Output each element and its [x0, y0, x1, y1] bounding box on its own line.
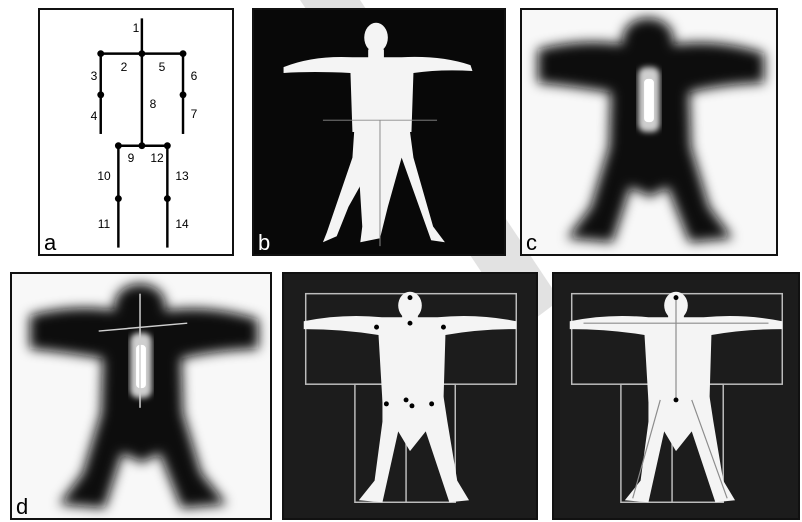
segment-label: 6 [191, 70, 198, 82]
segment-label: 7 [191, 108, 198, 120]
panel-c-distance-map: c [520, 8, 778, 256]
panel-label: d [16, 496, 28, 518]
panel-e-keypoints [282, 272, 538, 520]
silhouette-with-keypoints [284, 274, 536, 518]
segment-label: 11 [98, 218, 110, 230]
segment-label: 1 [133, 22, 140, 34]
segment-label: 3 [91, 70, 98, 82]
segment-label: 2 [121, 61, 128, 73]
segment-label: 9 [128, 152, 135, 164]
human-silhouette [254, 10, 504, 254]
panel-f-fitted-skeleton [552, 272, 800, 520]
panel-a-skeleton-model: 1 2 3 4 5 6 7 8 9 10 11 12 13 14 a [38, 8, 234, 256]
blurred-silhouette-with-axes [12, 274, 270, 518]
panel-label: a [44, 232, 56, 254]
panel-d-distance-map-axes: d [10, 272, 272, 520]
segment-label: 13 [175, 170, 188, 182]
segment-label: 4 [91, 110, 98, 122]
segment-label: 8 [150, 98, 157, 110]
segment-label: 14 [175, 218, 188, 230]
skeleton-diagram [40, 10, 232, 254]
segment-label: 5 [159, 61, 166, 73]
panel-b-silhouette: b [252, 8, 506, 256]
panel-label: b [258, 232, 270, 254]
panel-label: c [526, 232, 537, 254]
silhouette-with-skeleton [554, 274, 798, 518]
segment-label: 12 [150, 152, 163, 164]
blurred-silhouette [522, 10, 776, 254]
segment-label: 10 [97, 170, 110, 182]
